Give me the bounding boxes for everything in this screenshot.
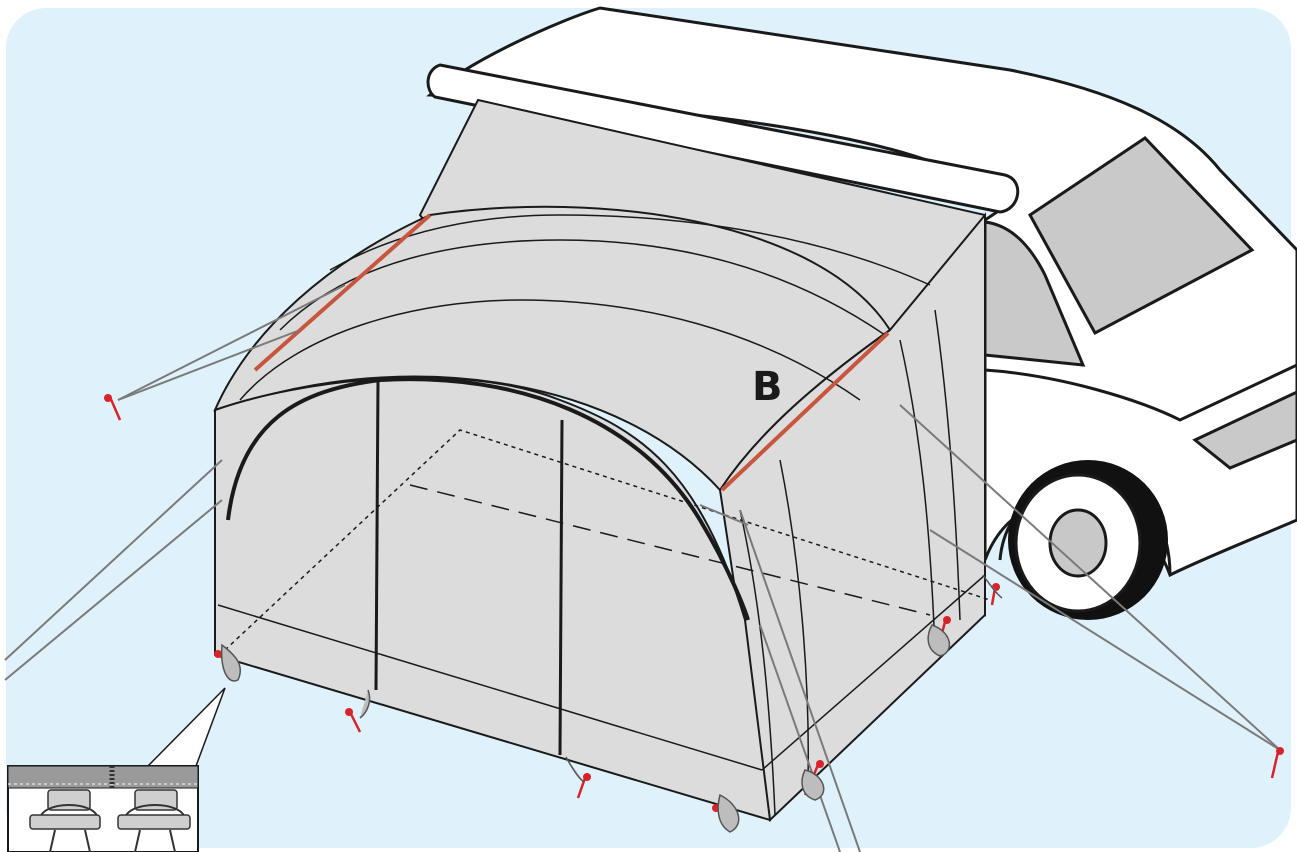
side-seam-1 (739, 509, 776, 816)
guy-line-right-1 (899, 404, 1281, 751)
callout-detail (7, 687, 226, 852)
van-side-window (983, 220, 1086, 367)
awning-tent (213, 98, 991, 823)
guy-line-left-1 (117, 284, 346, 401)
mid-arch-beam-1 (239, 299, 861, 401)
peg-loop-front-mid2 (565, 756, 585, 783)
guy-line-left-4 (4, 499, 223, 681)
peg-loop-side (927, 624, 951, 657)
peg-loop-front-left (220, 643, 242, 682)
peg-loop-front-right (717, 793, 740, 833)
van-windshield (1028, 136, 1255, 336)
guy-line-right-2 (929, 529, 1281, 751)
tent-front-wall (214, 376, 772, 822)
floor-outline-dashed (409, 484, 931, 616)
peg-loop-rear (982, 574, 1003, 599)
skirt-line-front (217, 604, 763, 771)
guy-line-left-3 (4, 459, 223, 661)
floor-outline-dotted (224, 429, 991, 651)
awning-roll (426, 63, 1020, 214)
peg-loop-front-mid (359, 689, 371, 719)
campervan (426, 6, 1297, 620)
tent-peg-icon (345, 708, 362, 733)
beam-label-b: B (752, 364, 783, 410)
callout-buckle-left (29, 789, 101, 852)
front-arch-beam (226, 377, 750, 621)
highlight-beam-left (253, 213, 432, 372)
guy-line-left-2 (117, 329, 301, 401)
callout-buckle-right (117, 789, 191, 852)
peg-loop-corner (801, 769, 825, 801)
van-body-line (984, 363, 1297, 422)
door-zip-right (558, 419, 564, 756)
side-seam-4 (934, 309, 961, 621)
van-headlight (1192, 390, 1297, 470)
guy-line-front-2 (759, 624, 841, 852)
van-hubcap (1048, 508, 1108, 578)
tent-peg-icon (104, 394, 122, 421)
guy-line-front-1 (739, 509, 861, 852)
peg-loops (220, 574, 1003, 833)
guy-lines (4, 284, 1281, 852)
door-zip-left (374, 379, 380, 691)
side-seam-3 (899, 339, 936, 651)
side-seam-2 (779, 459, 809, 781)
highlight-beam-right (720, 331, 890, 492)
tent-side-wall (718, 212, 986, 823)
guy-line-front-3 (699, 504, 749, 526)
tent-peg-icon (1270, 747, 1284, 779)
callout-strip (7, 765, 199, 789)
